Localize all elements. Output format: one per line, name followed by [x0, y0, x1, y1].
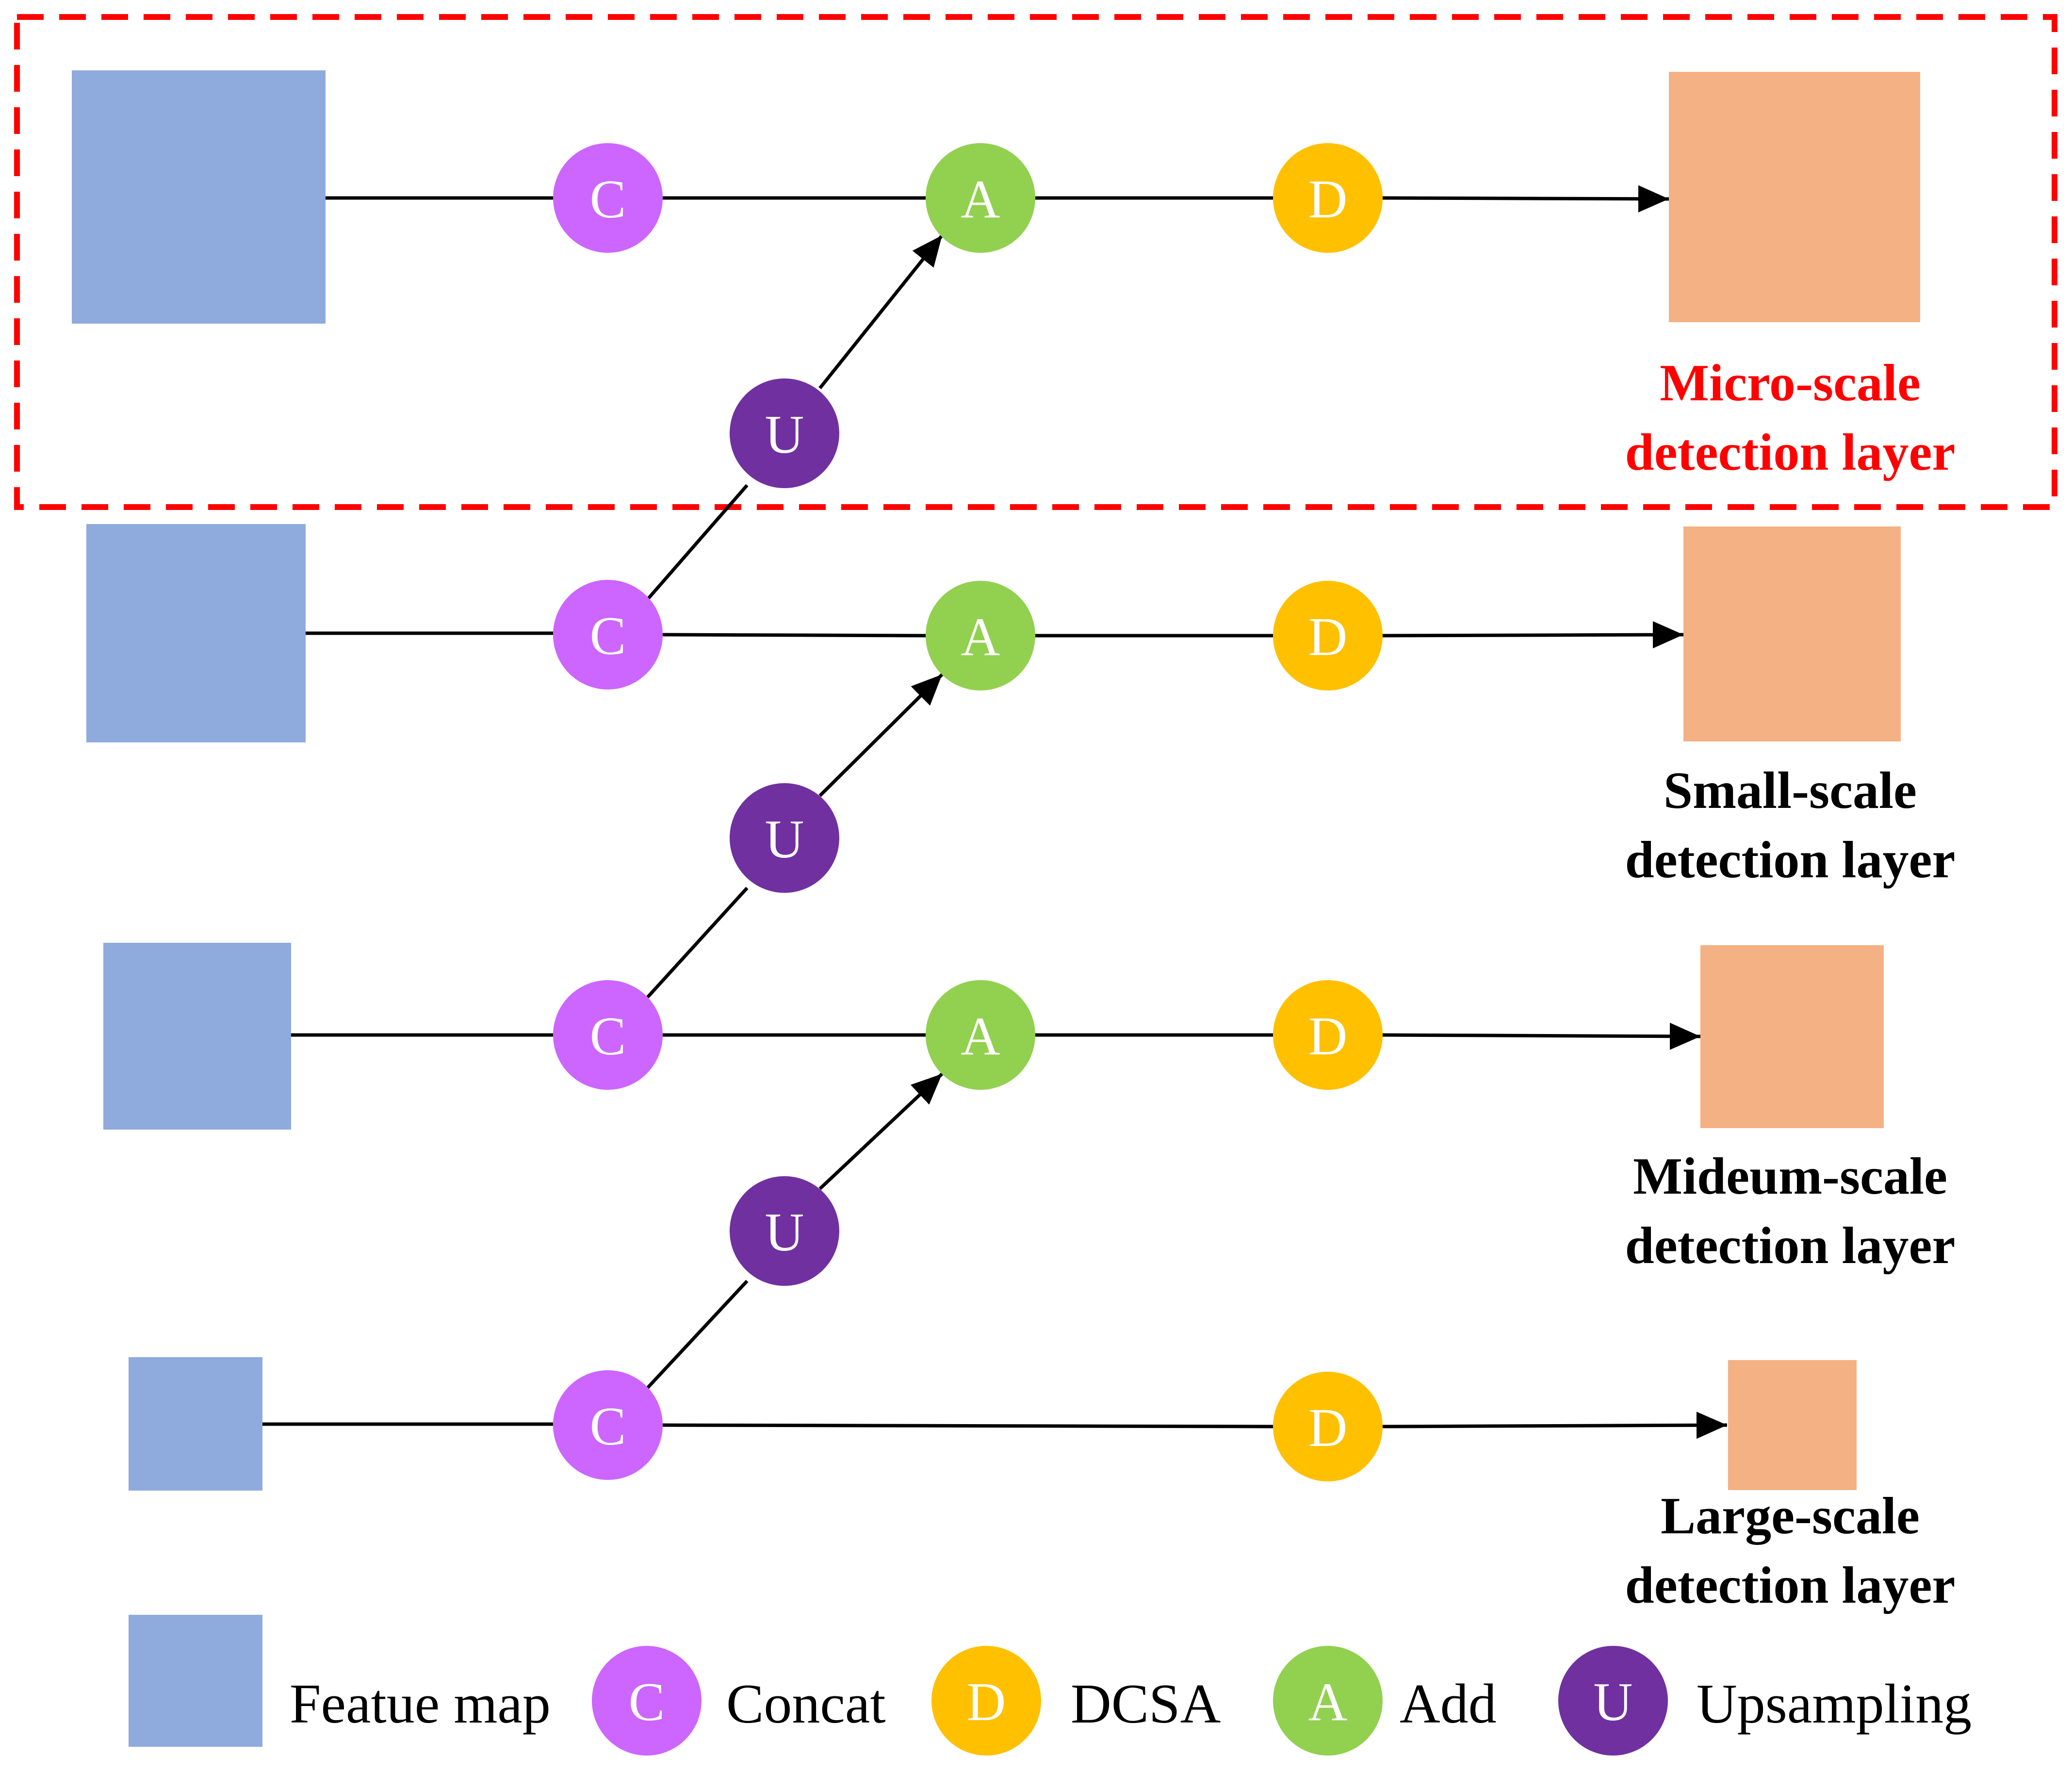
svg-text:D: D	[1308, 169, 1348, 230]
detection-layer-small	[1683, 526, 1901, 741]
legend-dcsa-swatch: D	[931, 1646, 1041, 1756]
svg-text:D: D	[1308, 1006, 1348, 1067]
svg-text:detection layer: detection layer	[1625, 424, 1956, 481]
line-concat2-add2	[662, 633, 926, 638]
legend-feature-map-label: Featue map	[290, 1673, 551, 1735]
feature-map-1	[72, 70, 326, 324]
svg-text:U: U	[765, 809, 804, 870]
micro-scale-highlight-box	[14, 14, 2057, 510]
label-large-scale: Large-scale detection layer	[1625, 1487, 1956, 1614]
line-concat2-up1	[646, 484, 749, 601]
label-medium-scale: Mideum-scale detection layer	[1625, 1148, 1956, 1275]
connections	[262, 185, 1728, 1439]
svg-text:U: U	[1594, 1672, 1633, 1732]
feature-map-3	[103, 943, 291, 1130]
line-concat4-dcsa4	[662, 1423, 1273, 1428]
dcsa-node-4: D	[1273, 1372, 1383, 1481]
svg-text:C: C	[590, 606, 626, 666]
svg-text:detection layer: detection layer	[1625, 831, 1956, 889]
svg-text:detection layer: detection layer	[1625, 1217, 1956, 1275]
legend-concat-swatch: C	[592, 1646, 702, 1756]
svg-text:A: A	[961, 607, 1000, 667]
detection-layer-medium	[1700, 945, 1884, 1128]
svg-text:Small-scale: Small-scale	[1664, 762, 1917, 820]
add-node-1: A	[926, 143, 1035, 253]
add-node-2: A	[926, 581, 1035, 690]
legend-upsampling-label: Upsampling	[1697, 1673, 1972, 1735]
arrow-dcsa3-det3	[1382, 1022, 1701, 1050]
svg-text:Mideum-scale: Mideum-scale	[1633, 1148, 1947, 1205]
svg-text:A: A	[961, 1006, 1000, 1067]
svg-text:Micro-scale: Micro-scale	[1660, 354, 1921, 412]
concat-node-4: C	[553, 1370, 663, 1480]
dcsa-node-2: D	[1273, 581, 1383, 690]
svg-text:D: D	[1308, 607, 1348, 667]
line-concat3-up2	[646, 886, 749, 999]
arrow-up3-add3	[818, 1072, 944, 1190]
upsampling-node-2: U	[730, 783, 839, 893]
arrow-dcsa1-det1	[1382, 185, 1669, 213]
svg-text:C: C	[590, 1396, 626, 1457]
arrow-dcsa4-det4	[1382, 1412, 1728, 1439]
svg-text:C: C	[590, 169, 626, 230]
line-concat4-up3	[646, 1280, 749, 1389]
svg-text:C: C	[629, 1672, 665, 1732]
svg-text:Large-scale: Large-scale	[1661, 1487, 1920, 1545]
concat-node-1: C	[553, 143, 663, 253]
svg-text:A: A	[961, 169, 1000, 230]
legend-add-swatch: A	[1273, 1646, 1383, 1756]
add-node-3: A	[926, 980, 1035, 1090]
dcsa-node-1: D	[1273, 143, 1383, 253]
svg-text:D: D	[967, 1672, 1006, 1732]
upsampling-node-1: U	[730, 378, 839, 488]
upsampling-node-3: U	[730, 1176, 839, 1286]
label-micro-scale: Micro-scale detection layer	[1625, 354, 1956, 481]
legend-add-label: Add	[1400, 1673, 1497, 1735]
feature-map-4	[129, 1357, 262, 1491]
arrow-dcsa2-det2	[1382, 621, 1684, 649]
feature-map-2	[86, 524, 306, 742]
label-small-scale: Small-scale detection layer	[1625, 762, 1956, 889]
concat-node-2: C	[553, 580, 663, 690]
svg-text:detection layer: detection layer	[1625, 1557, 1956, 1614]
legend-concat-label: Concat	[726, 1673, 886, 1735]
arrow-up1-add1	[818, 234, 944, 390]
concat-node-3: C	[553, 980, 663, 1090]
svg-text:C: C	[590, 1006, 626, 1067]
svg-text:U: U	[765, 405, 804, 465]
detection-layer-micro	[1669, 72, 1920, 322]
legend: Featue map C Concat D DCSA A Add U Upsam…	[129, 1615, 1972, 1756]
arrow-up2-add2	[818, 673, 944, 797]
legend-feature-map-swatch	[129, 1615, 262, 1747]
legend-dcsa-label: DCSA	[1071, 1673, 1221, 1735]
detection-layer-large	[1728, 1360, 1857, 1490]
svg-text:A: A	[1308, 1672, 1348, 1732]
svg-text:U: U	[765, 1202, 804, 1263]
dcsa-node-3: D	[1273, 980, 1383, 1090]
svg-text:D: D	[1308, 1398, 1348, 1458]
legend-upsampling-swatch: U	[1558, 1646, 1668, 1756]
